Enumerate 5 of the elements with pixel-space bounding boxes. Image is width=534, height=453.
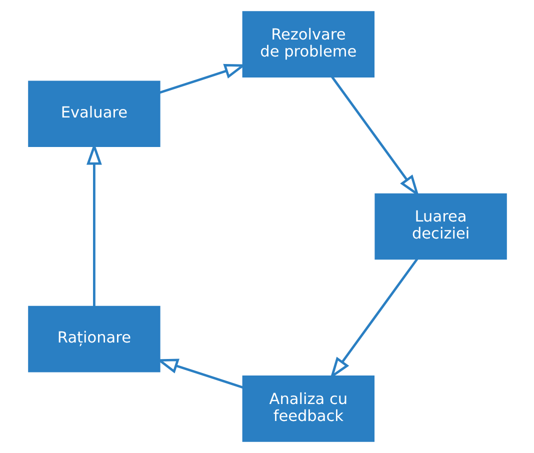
node-box: Analiza cu feedback	[242, 376, 374, 442]
node-box: Rezolvare de probleme	[242, 11, 374, 78]
node-box: Luarea deciziei	[374, 193, 506, 260]
node-box: Raționare	[28, 306, 160, 372]
node-box: Evaluare	[28, 80, 160, 148]
